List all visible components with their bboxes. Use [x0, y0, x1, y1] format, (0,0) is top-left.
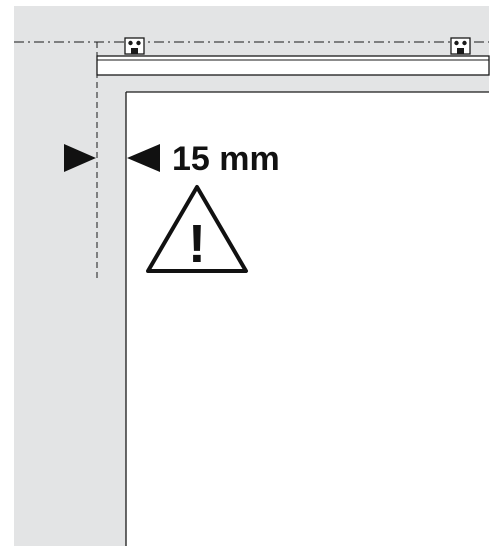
page-margin-left — [0, 0, 14, 546]
page-margin-right — [489, 0, 497, 546]
page-margin-top — [0, 0, 497, 6]
warning-triangle-icon: ! — [146, 185, 248, 274]
door-panel — [126, 92, 489, 546]
top-rail — [96, 55, 490, 76]
arrow-right-icon — [64, 144, 96, 172]
arrow-left-icon — [127, 144, 160, 172]
warning-exclamation: ! — [188, 214, 206, 274]
mounting-bracket-icon — [450, 37, 471, 55]
measurement-label: 15 mm — [172, 140, 280, 178]
mounting-bracket-icon — [124, 37, 145, 55]
